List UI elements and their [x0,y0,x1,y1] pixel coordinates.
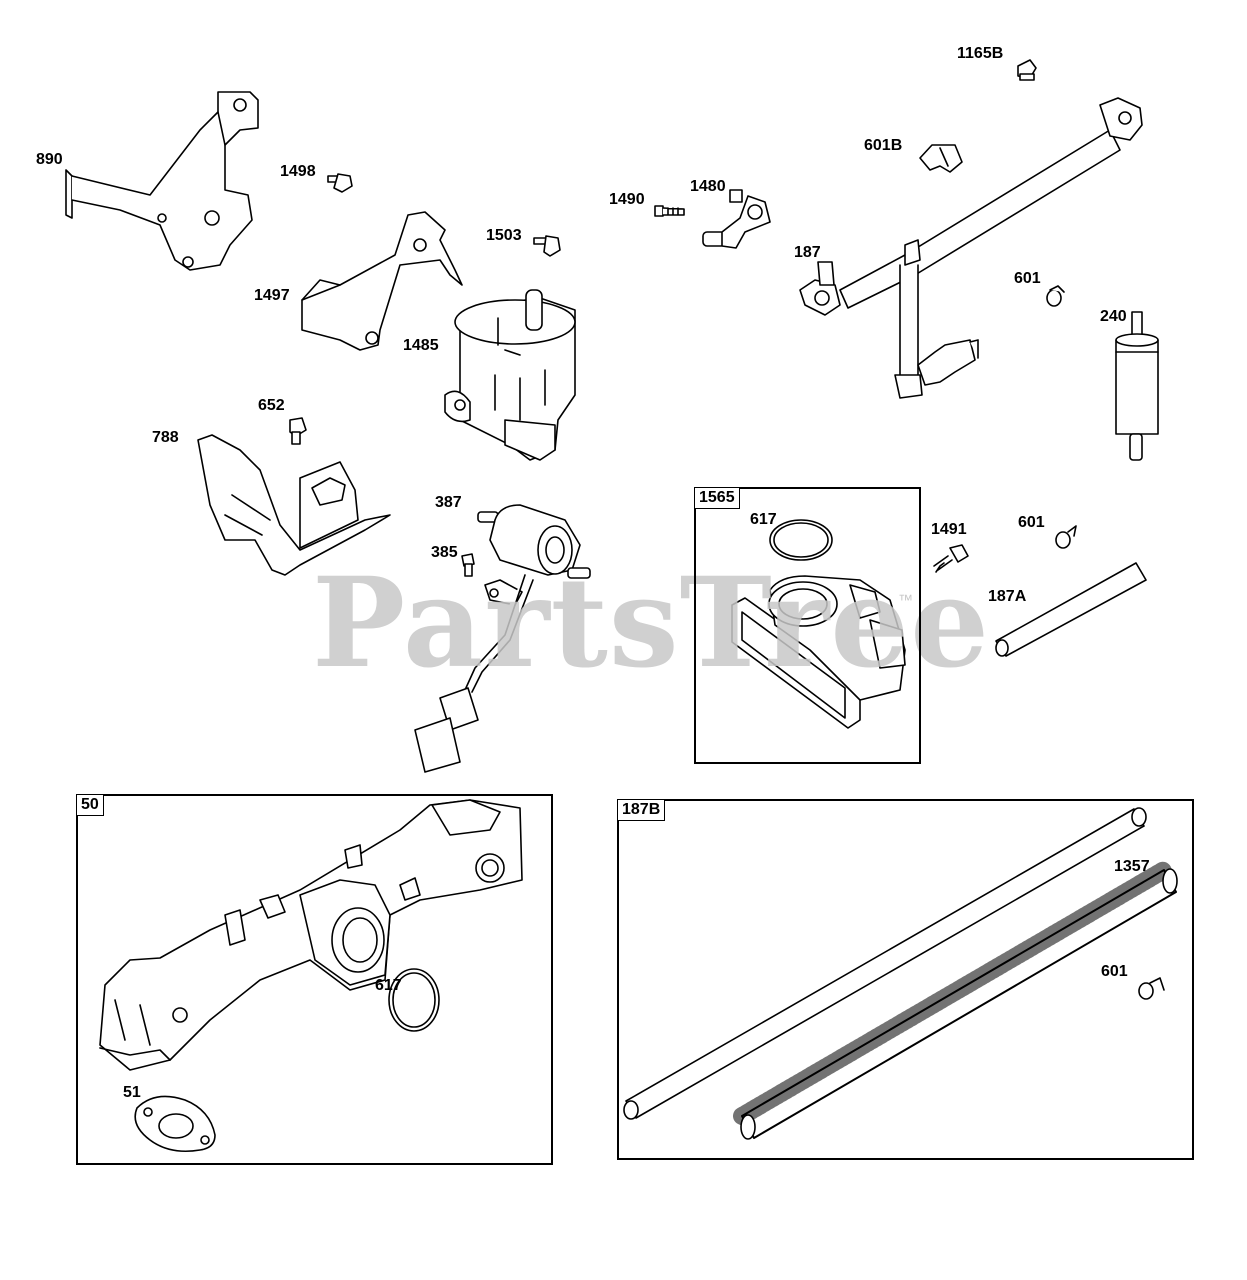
label-617-kit1565[interactable]: 617 [750,511,777,528]
part-1497-bracket [301,211,463,351]
part-1357-corrugated-tube [733,861,1178,1140]
label-601-middle[interactable]: 601 [1018,514,1045,531]
part-51-gasket [134,1095,216,1153]
part-1490-screw [654,205,685,217]
label-617-kit50[interactable]: 617 [375,977,402,994]
part-1480-injector [702,189,771,249]
part-1485-pump-module [444,289,576,461]
label-890[interactable]: 890 [36,151,63,168]
kit-187B-tag[interactable]: 187B [617,799,666,821]
part-788-shield-bracket [197,434,391,576]
label-601-top[interactable]: 601 [1014,270,1041,287]
label-601B[interactable]: 601B [864,137,903,154]
part-601-clamp-bottom [1138,977,1165,1000]
label-1485[interactable]: 1485 [403,337,439,354]
part-240-fuel-filter [1115,311,1159,461]
part-601-clamp-top [1046,285,1065,307]
part-617-oring-kit50 [388,968,440,1032]
part-187A-hose [995,562,1147,657]
part-50-intake-manifold [99,799,523,1071]
label-187[interactable]: 187 [794,244,821,261]
kit-187B-panel [617,799,1194,1160]
label-1165B[interactable]: 1165B [957,45,1004,62]
label-1491[interactable]: 1491 [931,521,967,538]
label-1503[interactable]: 1503 [486,227,522,244]
part-387-fuel-pump [414,504,591,773]
part-1503-bolt [533,235,561,257]
part-601B-clip [919,144,963,173]
label-1498[interactable]: 1498 [280,163,316,180]
trademark-symbol: ™ [898,592,913,609]
label-240[interactable]: 240 [1100,308,1127,325]
part-652-bolt [289,417,307,445]
part-601-clamp-middle [1055,525,1077,549]
part-187B-hose [623,807,1147,1120]
label-387[interactable]: 387 [435,494,462,511]
label-652[interactable]: 652 [258,397,285,414]
kit-50-panel [76,794,553,1165]
part-617-oring-kit1565 [769,519,833,561]
part-1165B-nut [1017,59,1037,81]
part-1491-screw [933,544,969,573]
label-187A[interactable]: 187A [988,588,1027,605]
label-1357[interactable]: 1357 [1114,858,1150,875]
label-385[interactable]: 385 [431,544,458,561]
kit-1565-panel [694,487,921,764]
label-601-bottom[interactable]: 601 [1101,963,1128,980]
label-1490[interactable]: 1490 [609,191,645,208]
label-1480[interactable]: 1480 [690,178,726,195]
part-187-hose-assembly [799,97,1143,399]
part-385-screw [461,553,475,577]
kit-50-tag[interactable]: 50 [76,794,104,816]
part-890-bracket [65,91,259,271]
part-1498-bolt [327,173,353,193]
part-1565-throttle-body [731,575,906,729]
kit-1565-tag[interactable]: 1565 [694,487,740,509]
label-51[interactable]: 51 [123,1084,141,1101]
label-788[interactable]: 788 [152,429,179,446]
label-1497[interactable]: 1497 [254,287,290,304]
watermark: PartsTree [312,551,991,696]
